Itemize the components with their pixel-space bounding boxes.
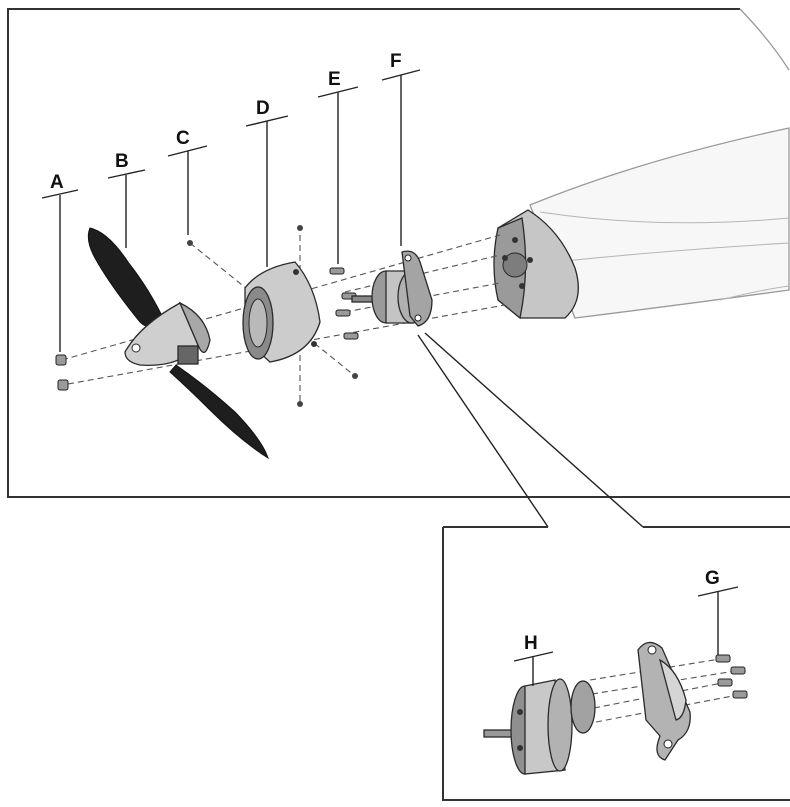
label-b: B [115, 151, 129, 172]
label-c: C [176, 128, 190, 149]
mount-plate [637, 641, 691, 761]
label-d: D [256, 98, 270, 119]
labels: A B C D E F G H [50, 51, 720, 654]
motor-h [483, 678, 596, 775]
inset-panel [442, 526, 790, 801]
main-panel [7, 8, 790, 528]
screw-c [187, 225, 358, 407]
motor-f [351, 250, 433, 327]
firewall-mount [493, 209, 579, 320]
callout-wedge [417, 332, 644, 528]
leader-lines [41, 69, 421, 352]
label-a: A [50, 172, 64, 193]
cowl [242, 261, 321, 363]
label-h: H [524, 633, 538, 654]
label-f: F [390, 51, 402, 72]
label-e: E [328, 69, 341, 90]
screws-g [715, 654, 748, 699]
spinner [124, 301, 211, 366]
propeller [87, 227, 269, 460]
label-g: G [705, 568, 720, 589]
screws-e [329, 267, 359, 340]
screws-a [55, 354, 69, 391]
fuselage [529, 8, 790, 319]
